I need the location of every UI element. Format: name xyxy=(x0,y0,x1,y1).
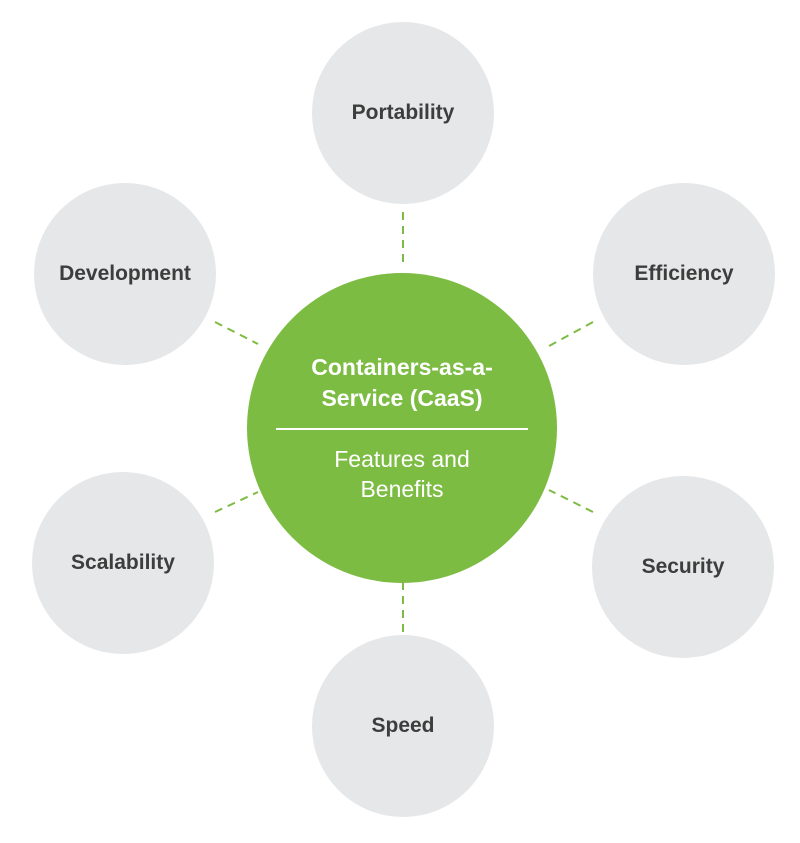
hub-title: Containers-as-a-Service (CaaS) xyxy=(311,354,493,411)
feature-scalability: Scalability xyxy=(32,472,214,654)
feature-security: Security xyxy=(592,476,774,658)
connector-development xyxy=(214,321,259,345)
feature-portability: Portability xyxy=(312,22,494,204)
hub-subtitle: Features and Benefits xyxy=(334,446,470,502)
connector-efficiency xyxy=(548,321,594,347)
feature-development: Development xyxy=(34,183,216,365)
feature-label-scalability: Scalability xyxy=(71,551,175,574)
feature-label-portability: Portability xyxy=(351,101,455,124)
feature-label-security: Security xyxy=(641,555,725,578)
feature-label-efficiency: Efficiency xyxy=(634,262,734,285)
connector-security xyxy=(548,489,594,513)
center-hub: Containers-as-a-Service (CaaS) Features … xyxy=(247,273,557,583)
connector-scalability xyxy=(214,491,259,513)
feature-label-speed: Speed xyxy=(371,714,435,737)
feature-speed: Speed xyxy=(312,635,494,817)
hub-divider xyxy=(276,428,528,430)
feature-label-development: Development xyxy=(59,262,191,285)
feature-efficiency: Efficiency xyxy=(593,183,775,365)
